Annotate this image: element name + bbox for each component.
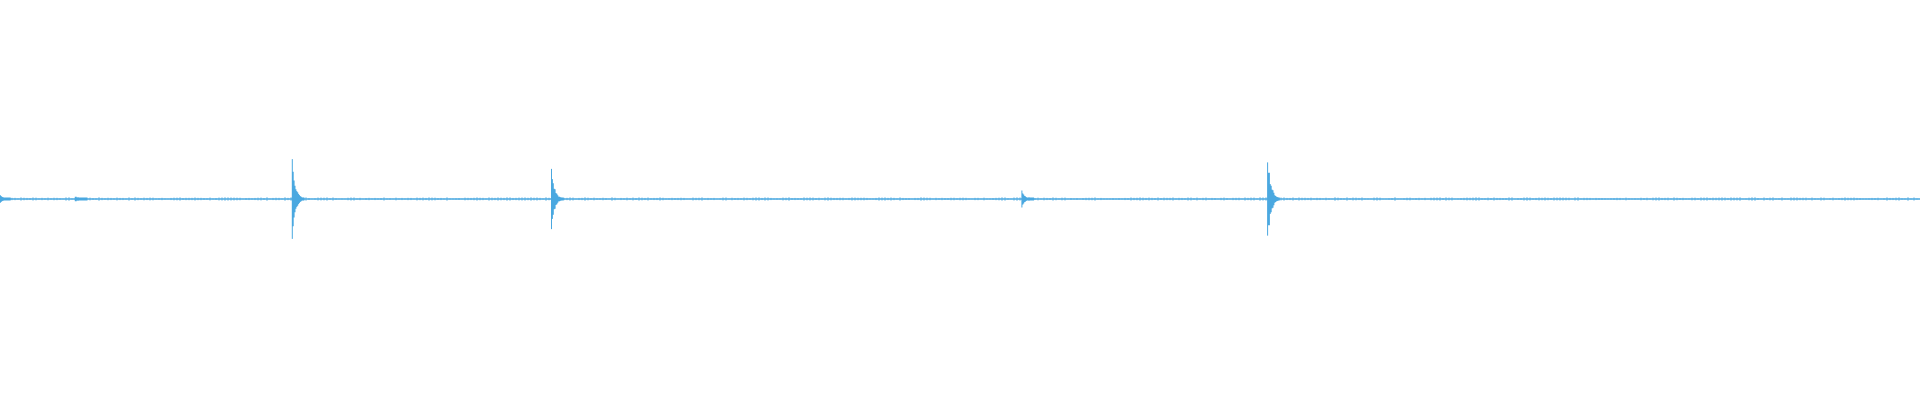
waveform-transient-4 (1021, 190, 1035, 208)
waveform-transient-0 (0, 195, 11, 203)
waveform-group (0, 159, 1920, 239)
waveform-transient-3 (551, 168, 564, 230)
waveform-transient-1 (74, 196, 88, 202)
waveform-transient-2 (291, 159, 305, 239)
waveform-transient-5 (1267, 162, 1280, 236)
